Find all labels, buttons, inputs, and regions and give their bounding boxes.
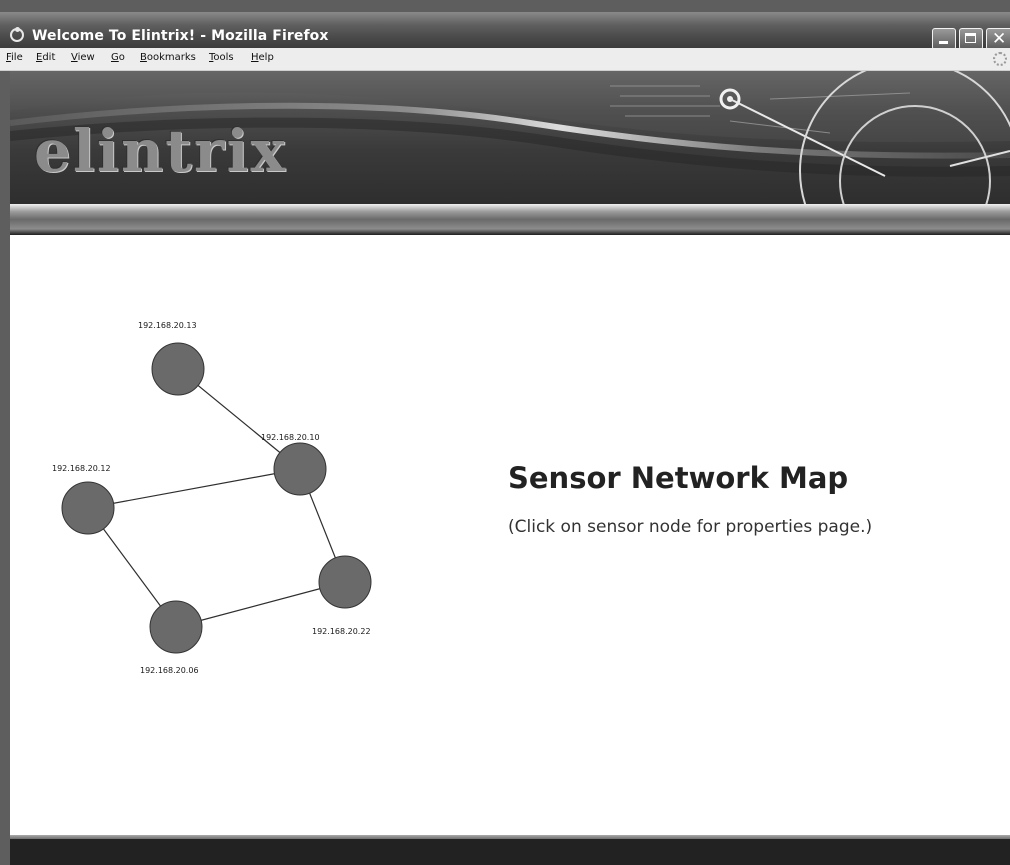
sensor-node-label: 192.168.20.13 [138, 321, 197, 330]
menu-bar: File Edit View Go Bookmarks Tools Help [0, 48, 1010, 71]
page-title: Sensor Network Map [508, 461, 849, 495]
page-footer [10, 839, 1010, 865]
menu-tools[interactable]: Tools [209, 52, 234, 63]
sensor-node-n06[interactable] [149, 600, 203, 654]
throbber-icon [993, 52, 1007, 66]
menu-bookmarks[interactable]: Bookmarks [140, 52, 196, 63]
menu-go[interactable]: Go [111, 52, 125, 63]
site-banner: elintrix [10, 71, 1010, 204]
elintrix-logo[interactable]: elintrix [34, 117, 288, 185]
sensor-node-n22[interactable] [318, 555, 372, 609]
maximize-button[interactable] [959, 28, 983, 50]
network-link-n12-n10 [87, 468, 301, 509]
window-title: Welcome To Elintrix! - Mozilla Firefox [32, 28, 329, 44]
firefox-icon [10, 27, 24, 42]
sensor-node-n13[interactable] [151, 342, 205, 396]
menu-file[interactable]: File [6, 52, 23, 63]
sensor-node-n12[interactable] [61, 481, 115, 535]
menu-view[interactable]: View [71, 52, 95, 63]
title-bar[interactable]: Welcome To Elintrix! - Mozilla Firefox ✕ [0, 12, 1010, 50]
close-button[interactable]: ✕ [986, 28, 1010, 50]
sensor-node-label: 192.168.20.12 [52, 464, 111, 473]
sensor-network-map: 192.168.20.13 192.168.20.10 192.168.20.12 1… [52, 321, 372, 675]
page-subtitle: (Click on sensor node for properties pag… [508, 517, 873, 537]
close-icon: ✕ [992, 29, 1007, 49]
footer-divider [10, 835, 1010, 839]
sensor-node-label: 192.168.20.06 [140, 666, 199, 675]
minimize-button[interactable] [932, 28, 956, 50]
network-link-n06-n22 [175, 581, 346, 628]
sensor-node-label: 192.168.20.10 [261, 433, 320, 442]
banner-stripe [10, 204, 1010, 235]
sensor-node-n10[interactable] [273, 442, 327, 496]
menu-help[interactable]: Help [251, 52, 274, 63]
menu-edit[interactable]: Edit [36, 52, 56, 63]
banner-graphic [10, 71, 1010, 204]
sensor-node-label: 192.168.20.22 [312, 627, 371, 636]
